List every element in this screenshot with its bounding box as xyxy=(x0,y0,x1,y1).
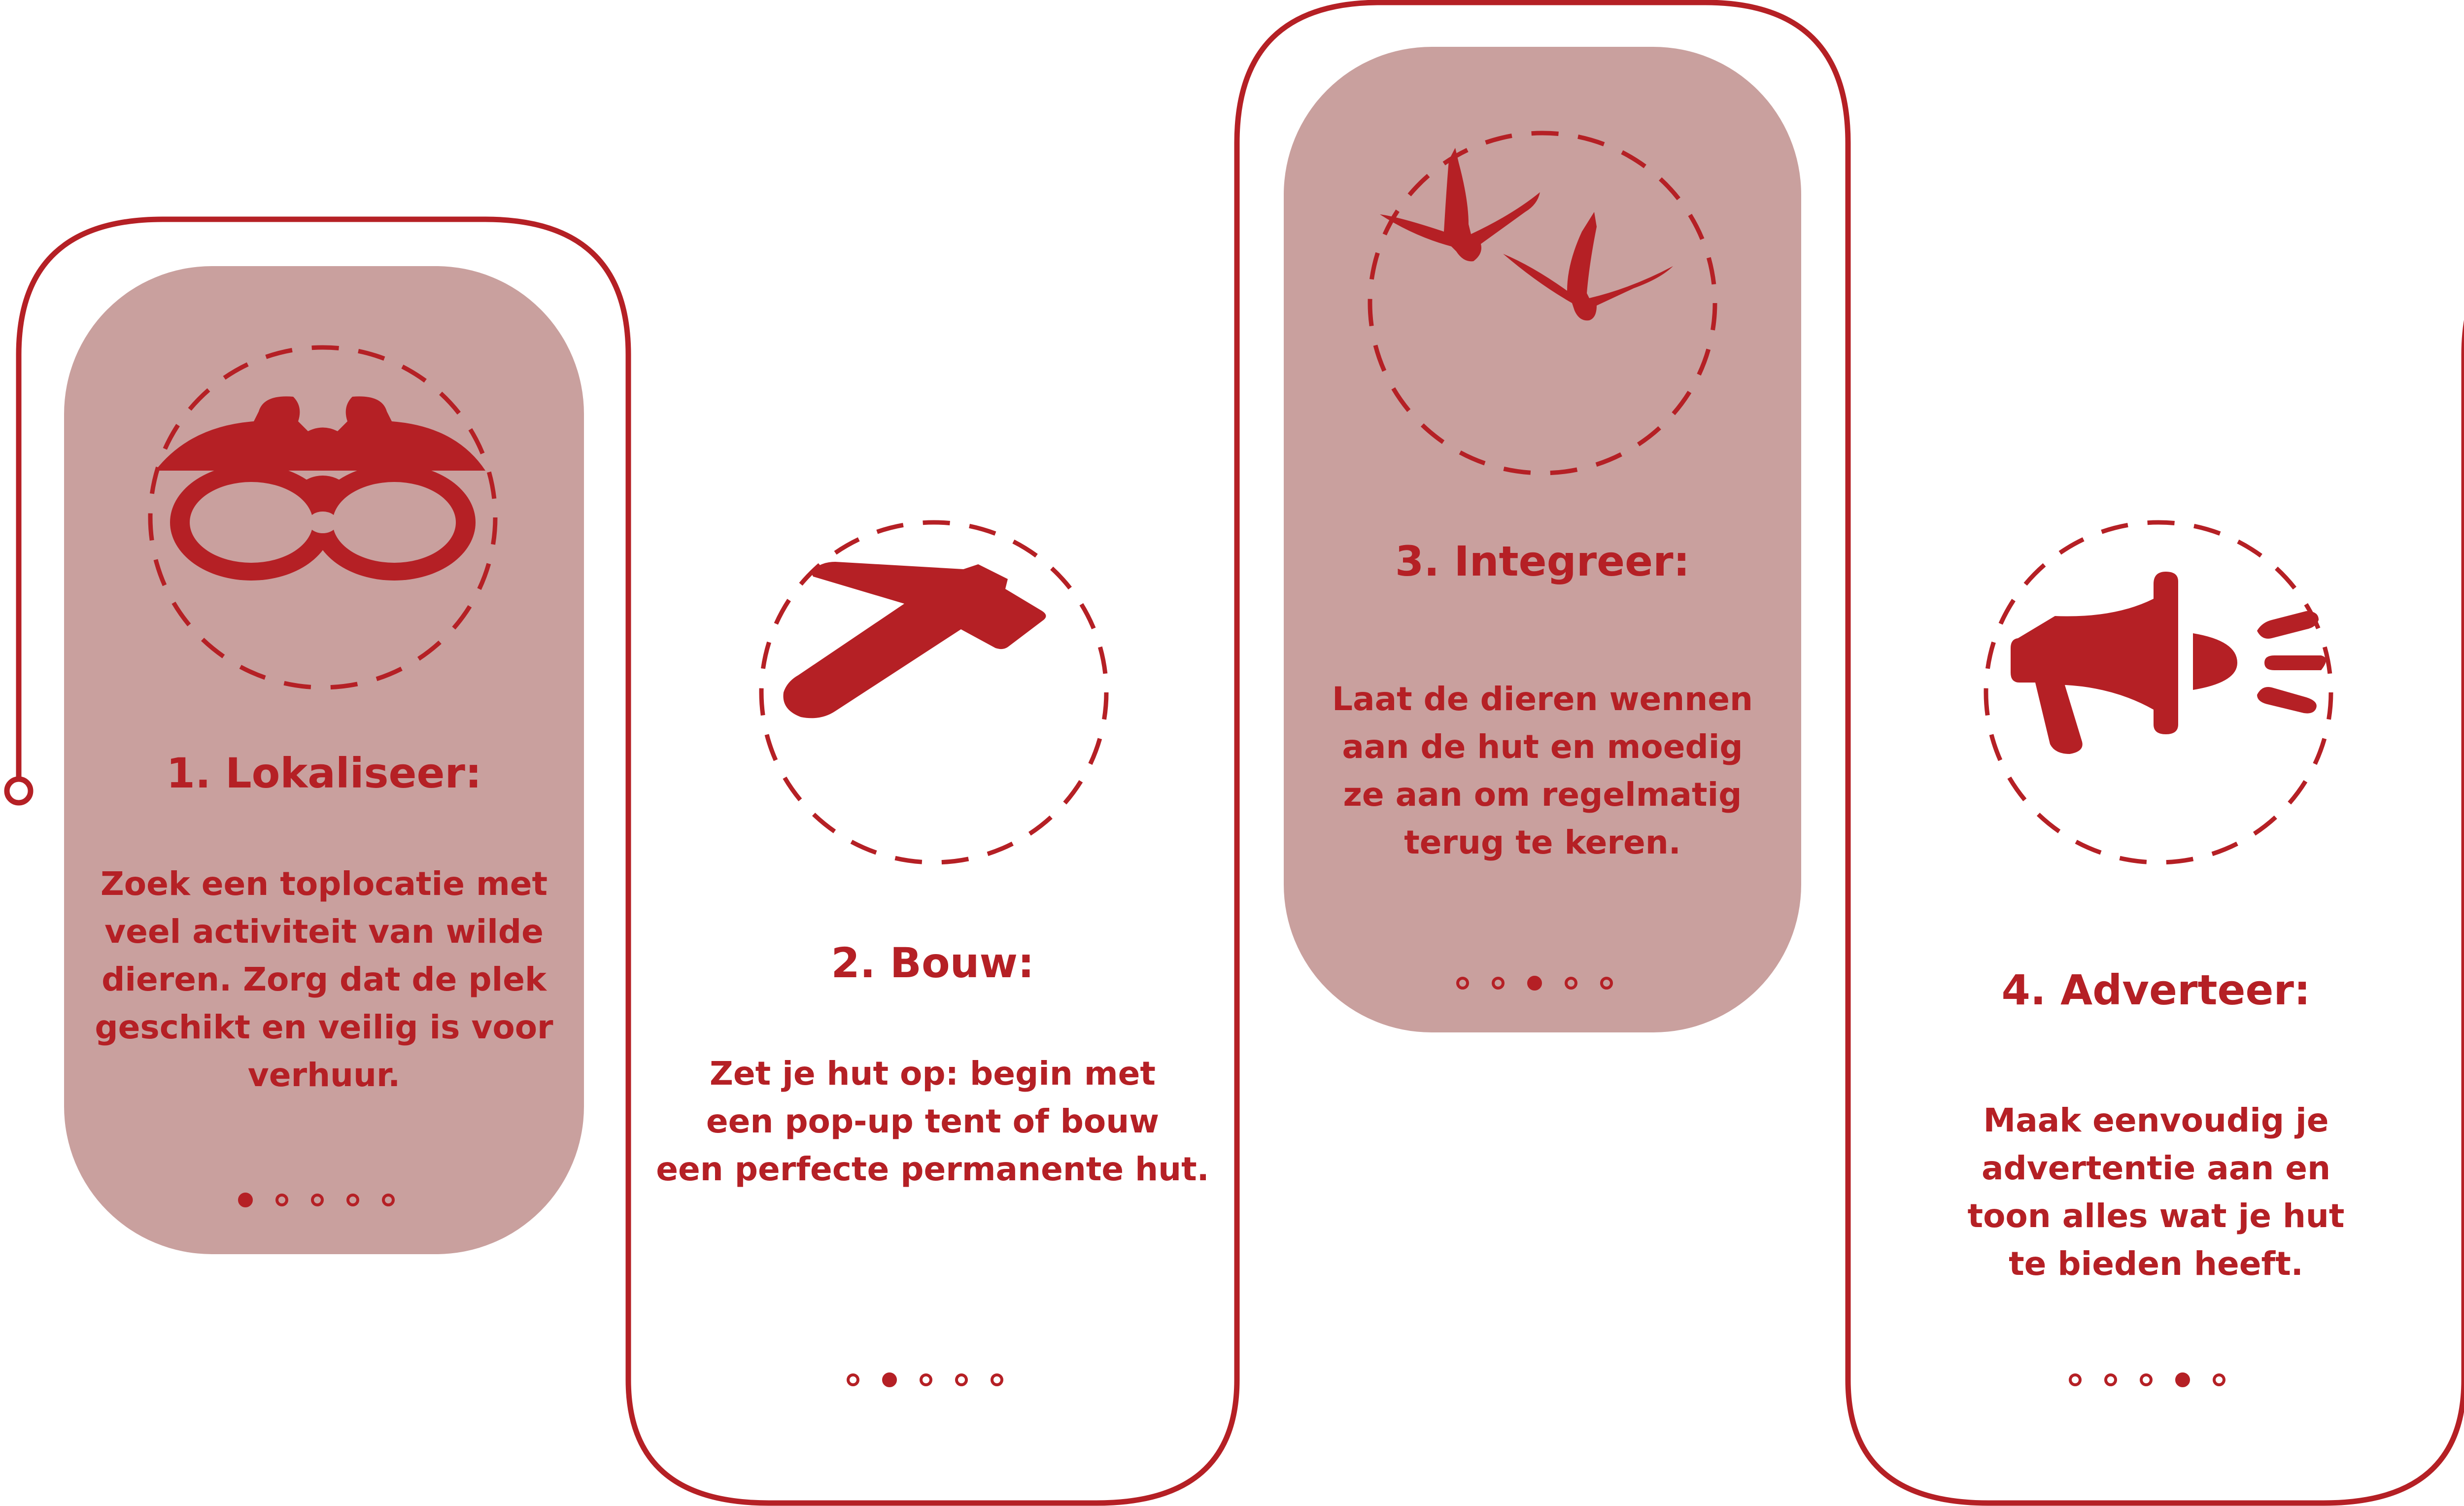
step-3-description: Laat de dieren wennen aan de hut en moed… xyxy=(1332,680,1753,861)
hammer-icon xyxy=(759,520,1109,865)
dot-5[interactable] xyxy=(1600,977,1613,990)
dot-4[interactable] xyxy=(955,1373,968,1386)
megaphone-icon xyxy=(1984,520,2333,865)
step-3-title: 3. Integreer: xyxy=(1395,537,1690,585)
dot-3[interactable] xyxy=(311,1194,324,1206)
dot-1-active[interactable] xyxy=(238,1193,253,1207)
binoculars-icon xyxy=(148,345,498,690)
dot-2-active[interactable] xyxy=(882,1372,897,1387)
animal-tracks-icon xyxy=(1368,131,1717,476)
dot-3[interactable] xyxy=(2140,1373,2153,1386)
card-3-background xyxy=(1284,47,1801,1032)
pagination-dots-2 xyxy=(847,1372,1003,1387)
step-1-title: 1. Lokaliseer: xyxy=(166,749,482,797)
dot-1[interactable] xyxy=(1456,977,1469,990)
step-2-description: Zet je hut op: begin met een pop-up tent… xyxy=(656,1055,1209,1188)
step-4-description: Maak eenvoudig je advertentie aan en too… xyxy=(1967,1101,2345,1283)
pagination-dots-4 xyxy=(2069,1372,2225,1387)
dot-1[interactable] xyxy=(847,1373,859,1386)
dot-1[interactable] xyxy=(2069,1373,2082,1386)
step-2-title: 2. Bouw: xyxy=(831,939,1034,987)
dot-3[interactable] xyxy=(920,1373,932,1386)
dot-5[interactable] xyxy=(382,1194,395,1206)
dot-2[interactable] xyxy=(2104,1373,2117,1386)
dot-4[interactable] xyxy=(346,1194,359,1206)
dot-4[interactable] xyxy=(1565,977,1577,990)
dot-4-active[interactable] xyxy=(2175,1372,2190,1387)
step-1-description: Zoek een toplocatie met veel activiteit … xyxy=(95,865,553,1094)
dot-5[interactable] xyxy=(991,1373,1003,1386)
dot-2[interactable] xyxy=(275,1194,288,1206)
dot-2[interactable] xyxy=(1492,977,1505,990)
pagination-dots-1 xyxy=(238,1193,395,1207)
step-4-title: 4. Adverteer: xyxy=(2001,966,2311,1014)
pagination-dots-3 xyxy=(1456,976,1613,991)
dot-3-active[interactable] xyxy=(1527,976,1542,991)
dot-5[interactable] xyxy=(2213,1373,2225,1386)
